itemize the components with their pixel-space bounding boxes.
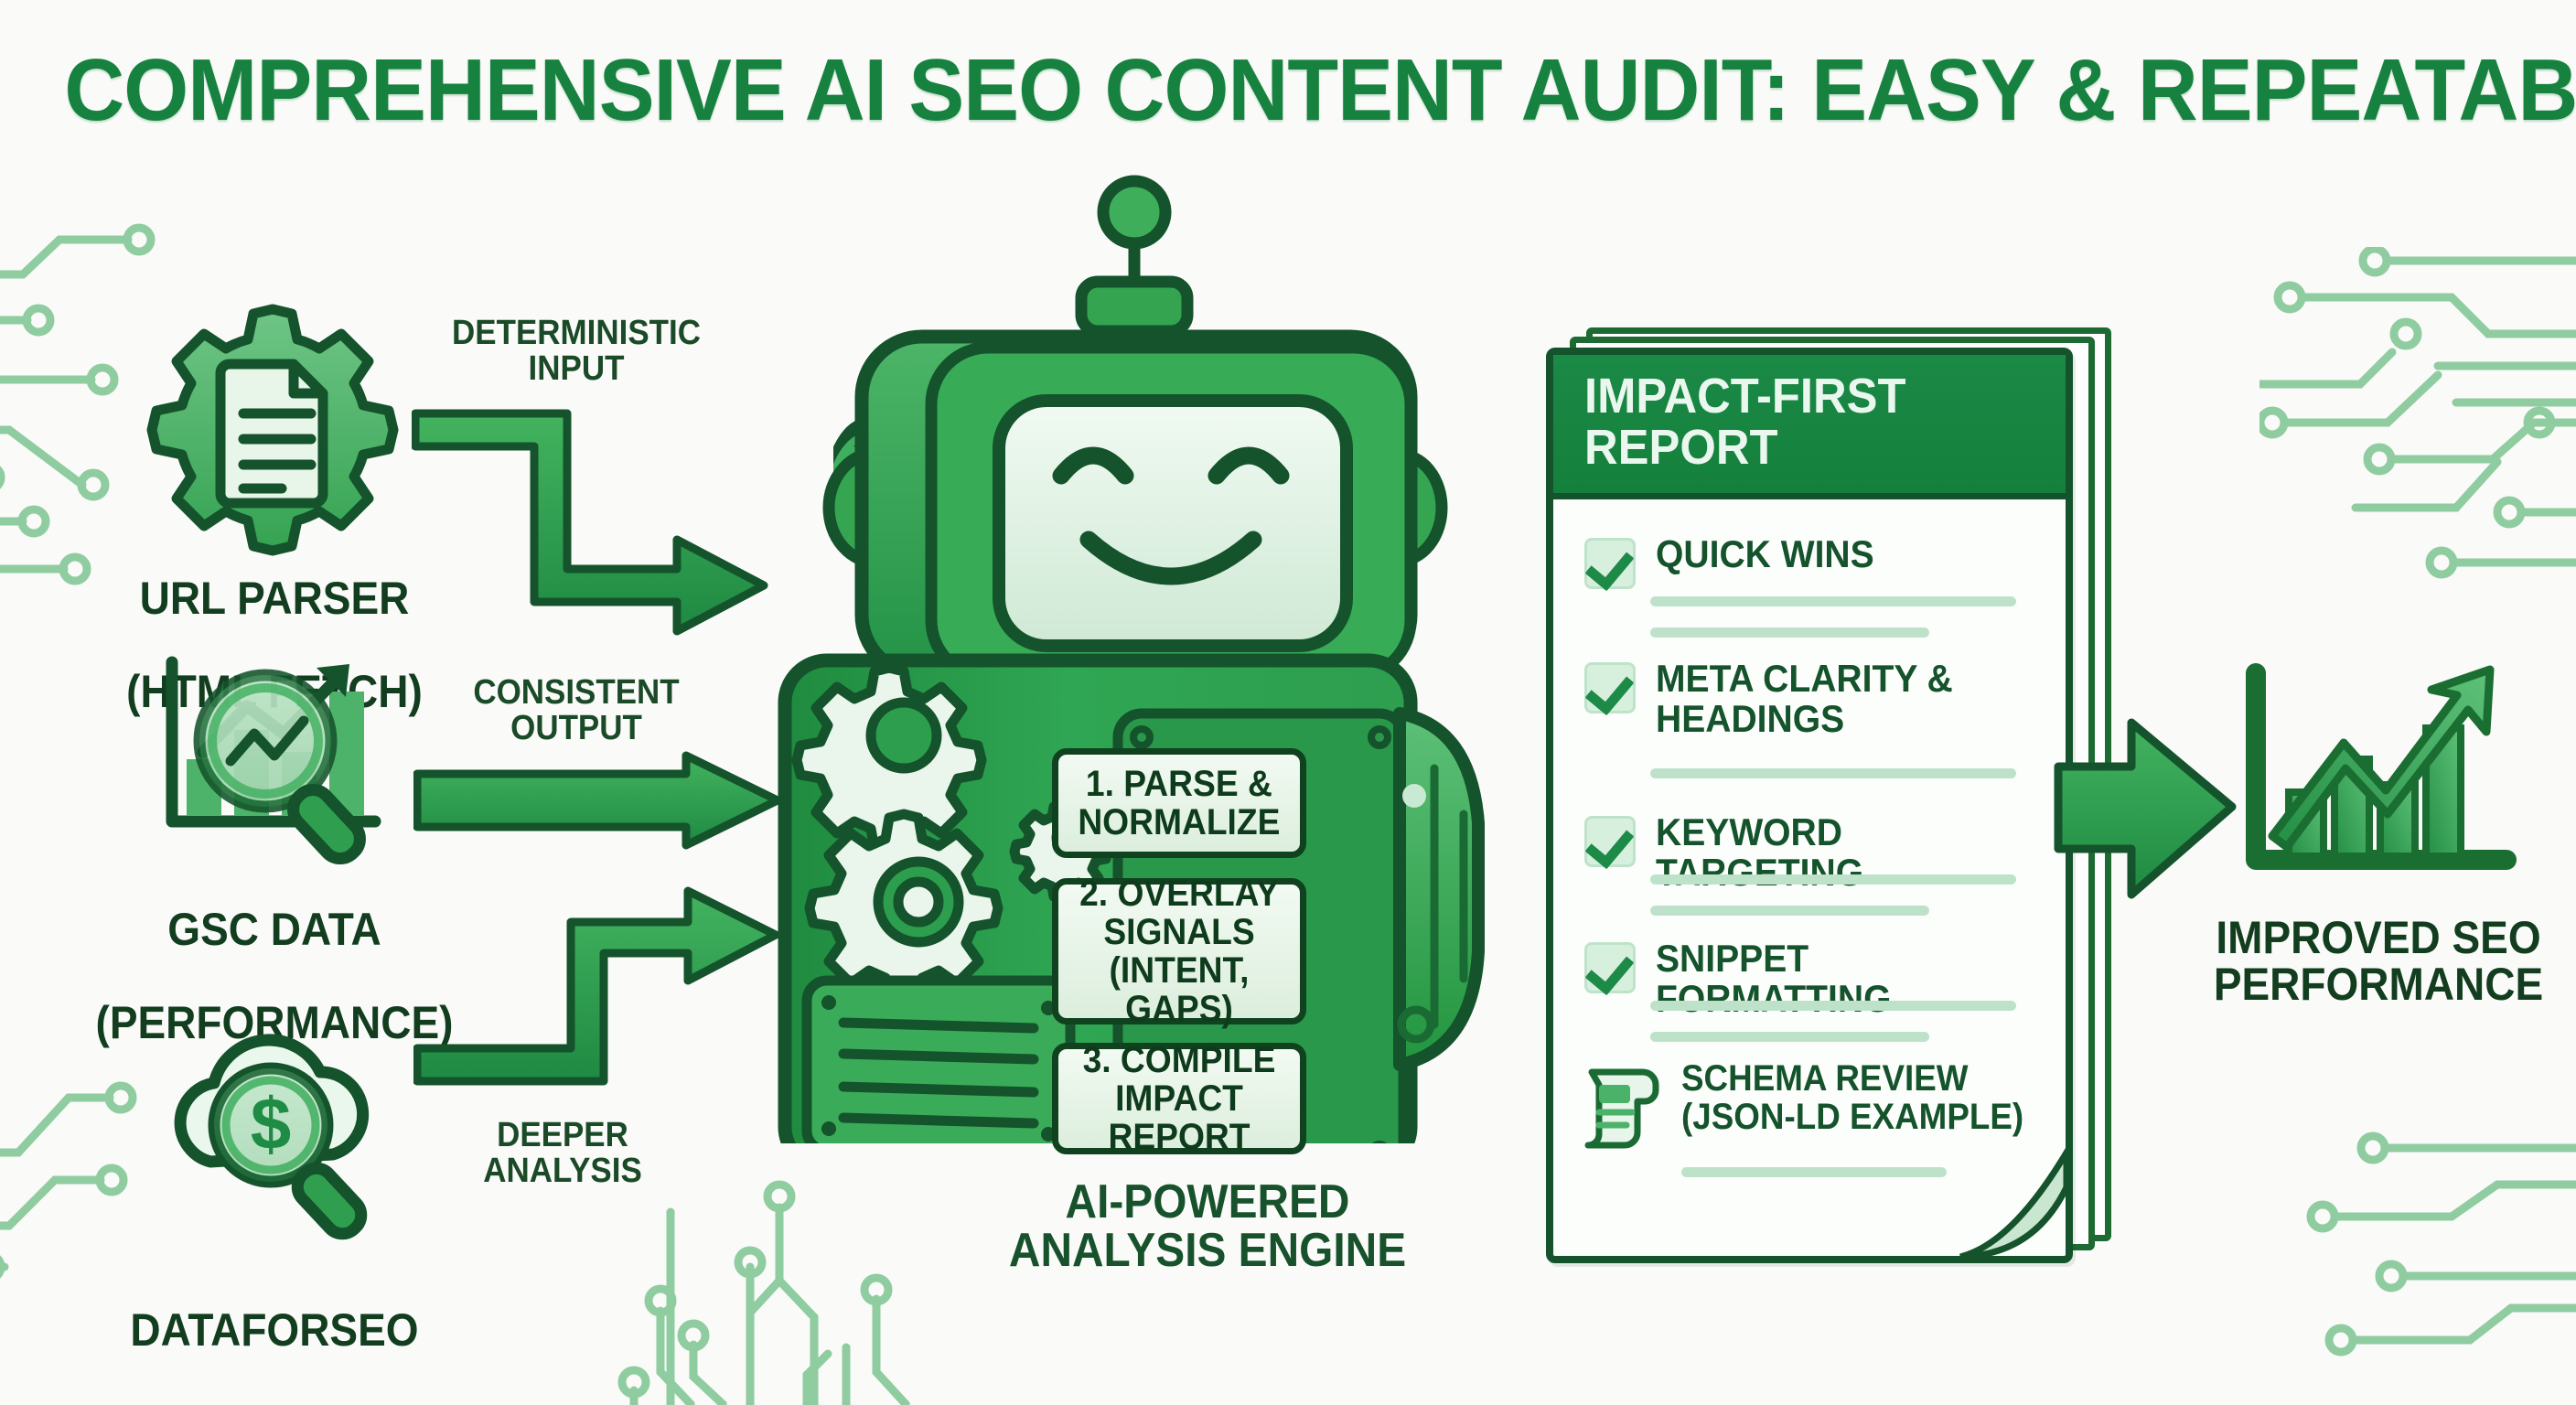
svg-text:$: $ <box>251 1083 292 1164</box>
bar-chart-magnifier-icon <box>166 656 381 865</box>
engine-caption: AI-POWERED ANALYSIS ENGINE <box>1008 1175 1407 1278</box>
circuit-decor-right <box>2259 247 2576 579</box>
arrow-label-deterministic-input: DETERMINISTIC INPUT <box>452 314 701 388</box>
placeholder-rule <box>1650 768 2016 778</box>
arrow-label-consistent-output: CONSISTENT OUTPUT <box>473 673 680 747</box>
placeholder-rule <box>1650 1001 2016 1011</box>
process-step-text: 2. OVERLAY SIGNALS (INTENT, GAPS) <box>1079 874 1279 1029</box>
arrow-path-1 <box>412 409 768 636</box>
page-curl-decor <box>1959 1147 2066 1256</box>
checkbox-checked-icon[interactable] <box>1584 816 1636 867</box>
arrow-path-2 <box>413 751 782 850</box>
placeholder-rule <box>1681 1167 1947 1177</box>
source-sub: (OPTIONAL MARKET LENS) <box>63 1398 486 1405</box>
checklist-item-label: SNIPPET FORMATTING <box>1656 937 1892 1021</box>
circuit-decor-bottom <box>617 1180 910 1405</box>
report-header-title: IMPACT-FIRST REPORT <box>1584 369 1906 475</box>
process-step-1: 1. PARSE & NORMALIZE <box>1052 748 1306 858</box>
process-step-2: 2. OVERLAY SIGNALS (INTENT, GAPS) <box>1052 874 1306 1028</box>
checkbox-checked-icon[interactable] <box>1584 942 1636 993</box>
checklist-item-label: META CLARITY & HEADINGS <box>1656 657 1953 741</box>
placeholder-rule <box>1650 906 1929 916</box>
source-name: GSC DATA <box>167 904 381 955</box>
outcome-label: IMPROVED SEO PERFORMANCE <box>2213 912 2544 1010</box>
checkbox-checked-icon[interactable] <box>1584 538 1636 589</box>
checklist-item-quick-wins[interactable]: QUICK WINS <box>1584 532 1891 589</box>
checklist-item-label: QUICK WINS <box>1656 532 1874 575</box>
report-header: IMPACT-FIRST REPORT <box>1553 355 2066 499</box>
circuit-decor-right-lower <box>2306 1132 2576 1357</box>
process-step-text: 3. COMPILE IMPACT REPORT <box>1082 1040 1276 1157</box>
scroll-icon <box>1584 1068 1659 1149</box>
checklist-item-keyword-targeting[interactable]: KEYWORD TARGETING <box>1584 810 2066 895</box>
arrow-path-outcome <box>2054 718 2237 899</box>
source-label-gsc-data: GSC DATA (PERFORMANCE) <box>72 860 477 1046</box>
impact-first-report: IMPACT-FIRST REPORT QUICK WINS META CLAR… <box>1546 327 2111 1279</box>
checklist-item-snippet-formatting[interactable]: SNIPPET FORMATTING <box>1584 938 2066 1019</box>
growth-chart-arrow-icon <box>2246 663 2517 870</box>
schema-review-label: SCHEMA REVIEW (JSON-LD EXAMPLE) <box>1681 1058 2024 1137</box>
placeholder-rule <box>1650 627 1929 638</box>
source-name: URL PARSER <box>139 573 410 624</box>
report-front-page: IMPACT-FIRST REPORT QUICK WINS META CLAR… <box>1546 348 2073 1263</box>
checkbox-checked-icon[interactable] <box>1584 662 1636 713</box>
placeholder-rule <box>1650 596 2016 606</box>
process-step-text: 1. PARSE & NORMALIZE <box>1078 764 1281 842</box>
cloud-dollar-magnifier-icon: $ <box>174 1034 370 1240</box>
checklist-item-meta-clarity[interactable]: META CLARITY & HEADINGS <box>1584 657 1975 741</box>
source-label-dataforseo: DATAFORSEO (OPTIONAL MARKET LENS) <box>38 1260 510 1405</box>
page-title: COMPREHENSIVE AI SEO CONTENT AUDIT: EASY… <box>64 41 2576 139</box>
source-name: DATAFORSEO <box>130 1304 419 1356</box>
process-step-3: 3. COMPILE IMPACT REPORT <box>1052 1040 1306 1157</box>
arrow-path-3 <box>413 886 780 1086</box>
placeholder-rule <box>1650 874 2016 885</box>
checklist-item-label: KEYWORD TARGETING <box>1656 810 1864 895</box>
gear-document-icon <box>146 304 399 556</box>
checklist-item-schema-review[interactable]: SCHEMA REVIEW (JSON-LD EXAMPLE) <box>1581 1059 2054 1149</box>
arrow-label-deeper-analysis: DEEPER ANALYSIS <box>483 1116 642 1190</box>
placeholder-rule <box>1650 1032 1929 1042</box>
